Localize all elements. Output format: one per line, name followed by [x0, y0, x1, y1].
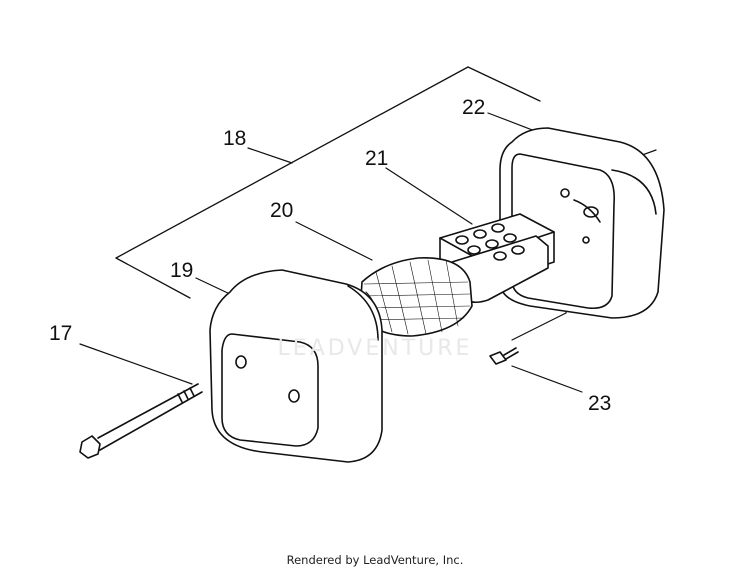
- callout-22: 22: [462, 96, 486, 119]
- callout-19: 19: [170, 259, 194, 282]
- watermark-text: LEADVENTURE: [277, 336, 473, 361]
- callout-21: 21: [365, 147, 389, 170]
- screw: [489, 347, 519, 365]
- footer-credit: Rendered by LeadVenture, Inc.: [286, 553, 464, 567]
- callout-17: 17: [49, 322, 73, 345]
- bolt: [79, 383, 203, 459]
- front-cover: [209, 269, 383, 463]
- callout-23: 23: [588, 392, 612, 415]
- callout-18: 18: [223, 127, 247, 150]
- foam-filter-element: [359, 257, 473, 337]
- callout-20: 20: [270, 199, 294, 222]
